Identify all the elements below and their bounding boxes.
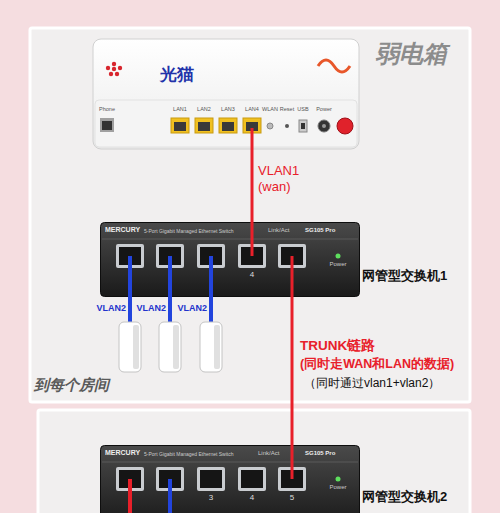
port-number: 3: [209, 493, 213, 503]
port-label: Power: [316, 106, 332, 113]
vlan-label: VLAN2: [96, 303, 126, 314]
modem-device: 光猫: [92, 38, 360, 150]
port-label: USB: [297, 106, 308, 113]
device-title: 光猫: [160, 65, 194, 85]
port-label: WLAN: [262, 106, 278, 113]
port-label: LAN1: [173, 106, 187, 113]
room-note: 到每个房间: [34, 376, 109, 394]
port-label: LAN4: [245, 106, 259, 113]
panel-background: [30, 28, 470, 402]
port-label: LAN3: [221, 106, 235, 113]
modem-device-art: [92, 38, 360, 150]
trunk-title: TRUNK链路: [300, 338, 375, 354]
port-label: Reset: [280, 106, 294, 113]
connector-label: VLAN1 (wan): [258, 163, 314, 196]
brand-name: MERCURY: [105, 449, 140, 457]
lower-panel: [38, 410, 470, 513]
trunk-note: （同时通过vlan1+vlan2）: [304, 376, 440, 390]
connector-line: [251, 150, 254, 222]
status-label: Power: [329, 484, 346, 491]
panel-region: 弱电箱光猫网管型交换机1: [30, 28, 470, 402]
status-label: Link/Act: [268, 227, 289, 234]
access-points: [119, 322, 222, 372]
brand-name: MERCURY: [105, 226, 140, 234]
model-description: 5-Port Gigabit Managed Ethernet Switch: [144, 451, 234, 457]
status-label: Power: [329, 261, 346, 268]
device-heading: 网管型交换机1: [362, 268, 447, 284]
model-description: 5-Port Gigabit Managed Ethernet Switch: [144, 228, 234, 234]
port-number: 4: [250, 493, 254, 503]
connector-line: [291, 297, 294, 445]
status-label: Link/Act: [258, 450, 279, 457]
panel-title: 弱电箱: [375, 40, 447, 69]
device-heading: 网管型交换机2: [362, 489, 447, 505]
vlan-label: VLAN2: [136, 303, 166, 314]
port-number: 5: [290, 493, 294, 503]
port-number: 4: [250, 270, 254, 280]
model-number: SG105 Pro: [305, 450, 335, 457]
model-number: SG105 Pro: [305, 227, 335, 234]
port-label: LAN2: [197, 106, 211, 113]
vlan-label: VLAN2: [177, 303, 207, 314]
port-label: Phone: [99, 106, 115, 113]
trunk-note: (同时走WAN和LAN的数据): [300, 357, 454, 372]
